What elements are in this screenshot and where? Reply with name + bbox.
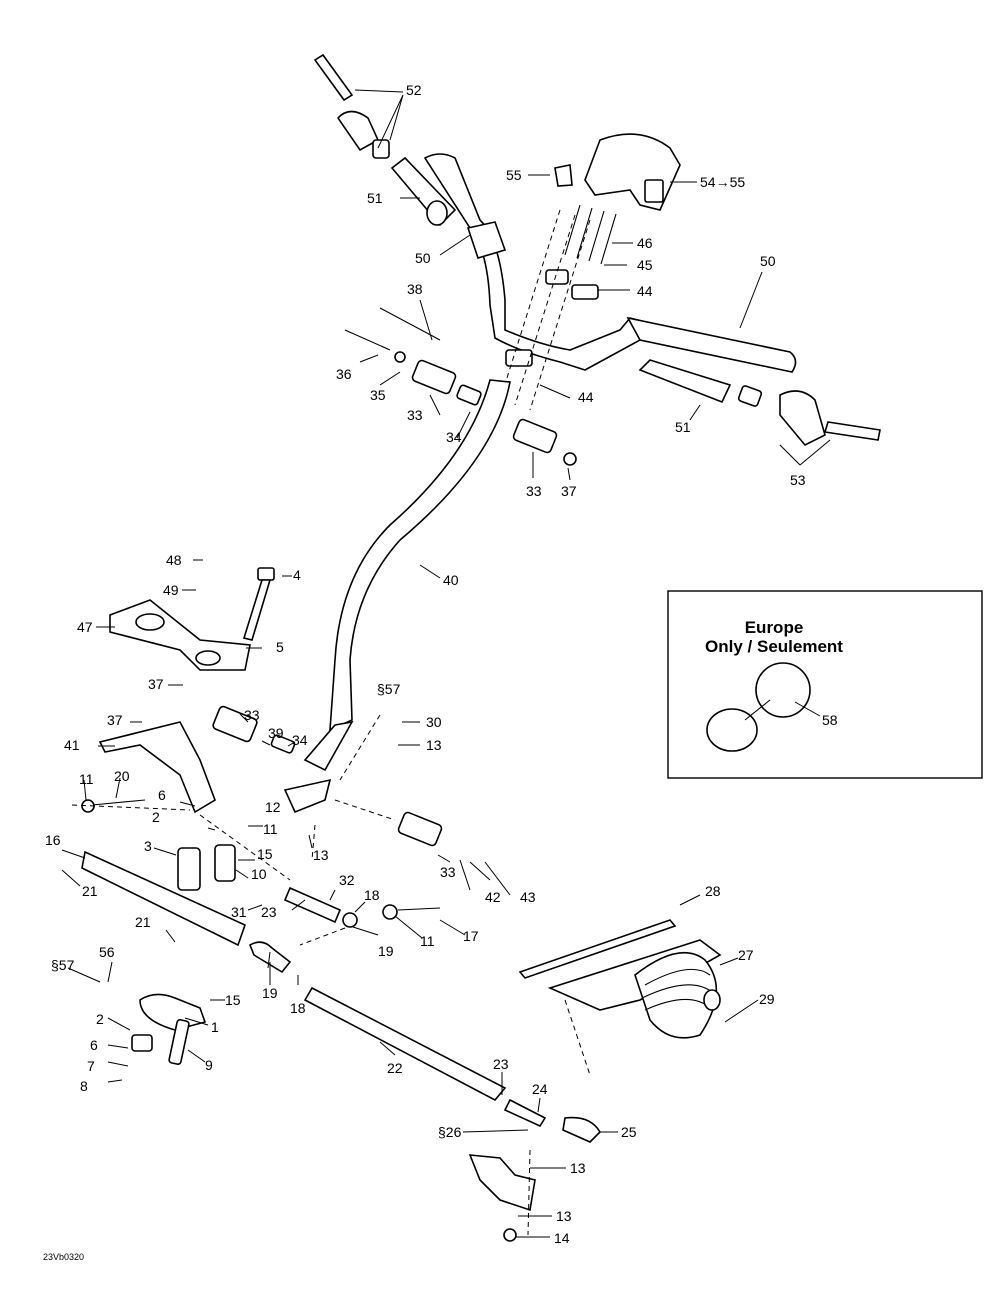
part-label: 15	[225, 992, 241, 1008]
part-label: 21	[135, 914, 151, 930]
part-label: 19	[262, 985, 278, 1001]
part-label: 13	[313, 847, 329, 863]
part-label: 49	[163, 582, 179, 598]
part-label: 52	[406, 82, 422, 98]
part-label: 50	[415, 250, 431, 266]
part-label: 54→55	[700, 174, 745, 190]
part-label: 32	[339, 872, 355, 888]
part-label: 2	[96, 1011, 104, 1027]
part-label: 41	[64, 737, 80, 753]
part-label: 39	[268, 725, 284, 741]
part-label: 38	[407, 281, 423, 297]
part-label: 3	[144, 838, 152, 854]
part-label: 2	[152, 809, 160, 825]
part-label: 35	[370, 387, 386, 403]
part-label: 20	[114, 768, 130, 784]
part-label: 44	[578, 389, 594, 405]
part-label: 37	[107, 712, 123, 728]
part-label: 6	[90, 1037, 98, 1053]
part-label: 1	[211, 1019, 219, 1035]
part-label: 30	[426, 714, 442, 730]
part-label: 51	[675, 419, 691, 435]
part-labels: 52 55 54→55 51 46 45 44 50 50 38 36 35 3…	[45, 82, 806, 1246]
handlebar-assembly	[313, 53, 881, 446]
part-label: 37	[561, 483, 577, 499]
europe-inset: Europe Only / Seulement 58	[667, 590, 983, 779]
part-label: 33	[440, 864, 456, 880]
europe-box	[667, 590, 983, 779]
part-label: 33	[407, 407, 423, 423]
part-label: 15	[257, 846, 273, 862]
part-label: 9	[205, 1057, 213, 1073]
part-label: 5	[276, 639, 284, 655]
part-label: 12	[265, 799, 281, 815]
part-label: 33	[526, 483, 542, 499]
part-label: 11	[420, 933, 435, 949]
europe-part-label: 58	[822, 712, 838, 728]
part-label: §26	[438, 1124, 462, 1140]
part-label: 23	[493, 1056, 509, 1072]
part-label: 13	[556, 1208, 572, 1224]
part-label: 28	[705, 883, 721, 899]
part-label: 16	[45, 832, 61, 848]
part-label: 31	[231, 904, 247, 920]
part-label: 24	[532, 1081, 548, 1097]
part-label: 42	[485, 889, 501, 905]
part-label: 43	[520, 889, 536, 905]
part-label: 44	[637, 283, 653, 299]
boot-assembly	[518, 919, 722, 1076]
part-label: 13	[570, 1160, 586, 1176]
column-support	[81, 567, 602, 1242]
part-label: 8	[80, 1078, 88, 1094]
part-label: 53	[790, 472, 806, 488]
part-label: 36	[336, 366, 352, 382]
part-label: 7	[87, 1058, 95, 1074]
part-label: 37	[148, 676, 164, 692]
part-label: 51	[367, 190, 383, 206]
part-label: 23	[261, 904, 277, 920]
part-label: 19	[378, 943, 394, 959]
part-label: 50	[760, 253, 776, 269]
diagram-code: 23Vb0320	[43, 1252, 84, 1262]
part-label: 10	[251, 866, 267, 882]
europe-title-line1: Europe	[745, 618, 804, 637]
part-label: 56	[99, 944, 115, 960]
part-label: 6	[158, 787, 166, 803]
part-label: §57	[377, 681, 401, 697]
connection-lines	[71, 714, 531, 1236]
part-label: 18	[364, 887, 380, 903]
leader-lines	[61, 89, 831, 1238]
part-label: 21	[82, 883, 98, 899]
part-label: §57	[51, 957, 75, 973]
part-label: 4	[293, 567, 301, 583]
part-label: 40	[443, 572, 459, 588]
part-label: 11	[79, 771, 94, 787]
part-label: 48	[166, 552, 182, 568]
europe-title-line2: Only / Seulement	[705, 637, 843, 656]
part-label: 34	[446, 429, 462, 445]
part-label: 33	[244, 707, 260, 723]
part-label: 22	[387, 1060, 403, 1076]
part-label: 45	[637, 257, 653, 273]
part-label: 11	[263, 821, 278, 837]
part-label: 29	[759, 991, 775, 1007]
part-label: 34	[292, 732, 308, 748]
part-label: 46	[637, 235, 653, 251]
part-label: 13	[426, 737, 442, 753]
part-label: 47	[77, 619, 93, 635]
part-label: 55	[506, 167, 522, 183]
part-label: 27	[738, 947, 754, 963]
part-label: 14	[554, 1230, 570, 1246]
part-label: 25	[621, 1124, 637, 1140]
steering-column	[303, 307, 577, 772]
part-label: 17	[463, 928, 479, 944]
part-label: 18	[290, 1000, 306, 1016]
